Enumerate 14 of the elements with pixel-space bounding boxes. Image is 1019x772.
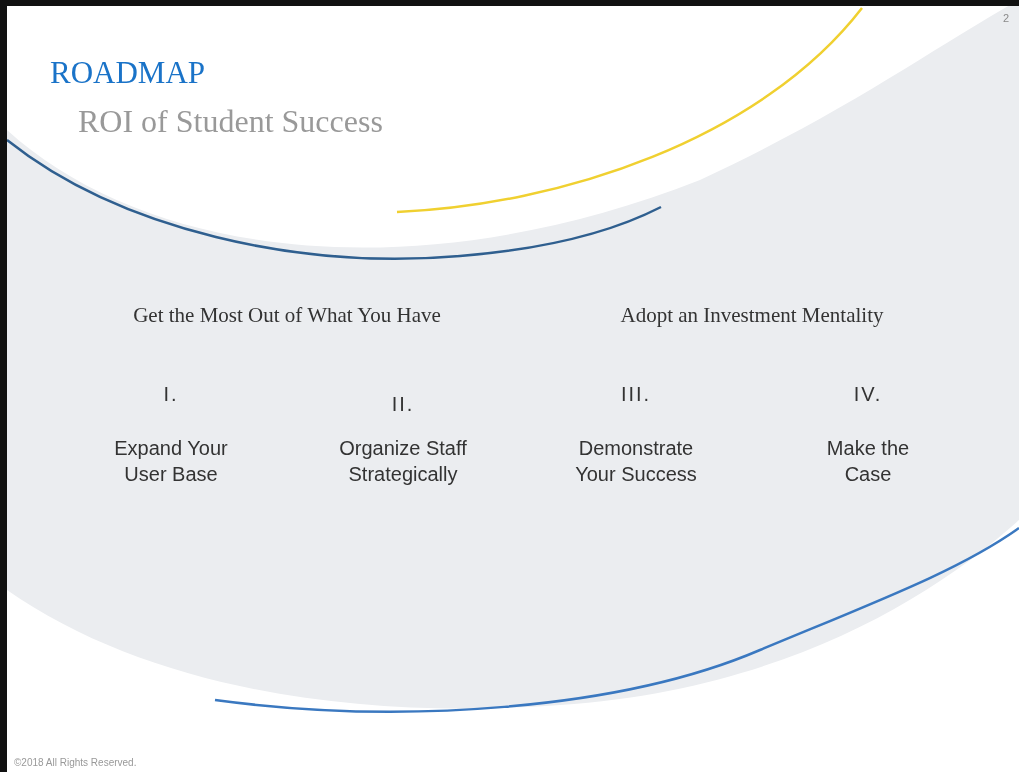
roman-numeral: IV. (853, 383, 883, 406)
page-number: 2 (1003, 12, 1010, 24)
section-heading: Adopt an Investment Mentality (620, 303, 884, 328)
step-text: Make the Case (825, 436, 911, 487)
section-heading: Get the Most Out of What You Have (133, 303, 441, 328)
roman-numeral: III. (620, 383, 652, 406)
roman-numeral: II. (391, 393, 415, 416)
slide-title: ROADMAP (50, 55, 206, 91)
slide-subtitle: ROI of Student Success (78, 103, 383, 140)
step-text: Demonstrate Your Success (574, 436, 698, 487)
step-text: Organize Staff Strategically (338, 436, 468, 487)
copyright-notice: ©2018 All Rights Reserved. (14, 757, 137, 768)
roman-numeral: I. (163, 383, 179, 406)
step-text: Expand Your User Base (113, 436, 229, 487)
